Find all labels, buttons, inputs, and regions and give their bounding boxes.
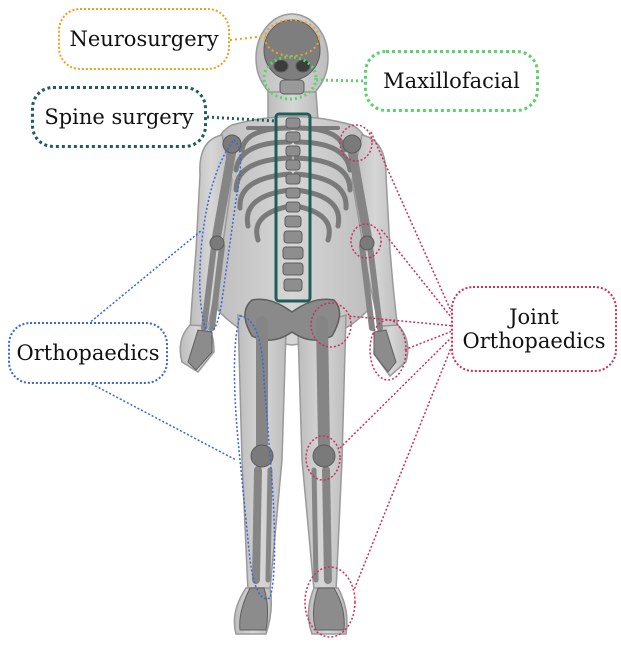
orthopaedics-text: Orthopaedics [17,341,160,365]
hands-feet [188,330,396,630]
joint-orthopaedics-line1: Joint [509,305,559,329]
maxillofacial-label: Maxillofacial [364,50,539,112]
joint-orthopaedics-line2: Orthopaedics [463,329,606,353]
maxillofacial-text: Maxillofacial [383,69,520,93]
joint-orthopaedics-label: Joint Orthopaedics [451,286,617,372]
spine-surgery-text: Spine surgery [44,105,193,129]
neurosurgery-text: Neurosurgery [69,27,218,51]
neurosurgery-label: Neurosurgery [58,8,230,70]
orthopaedics-label: Orthopaedics [8,322,168,384]
spine-surgery-label: Spine surgery [31,86,207,148]
